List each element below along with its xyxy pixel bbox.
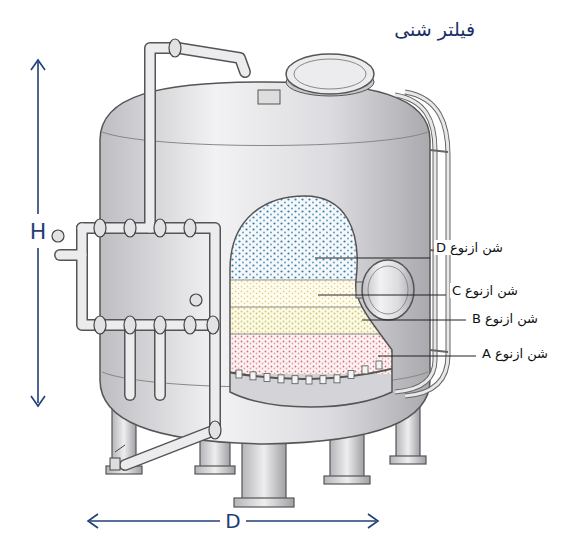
leader-line — [378, 356, 476, 357]
dimension-label: D — [223, 509, 242, 533]
nozzle-row — [236, 361, 382, 384]
piping — [60, 48, 245, 465]
layer-label: شن ازنوع C — [450, 283, 520, 298]
dimension-label: H — [28, 219, 49, 244]
layer-label: شن ازنوع D — [434, 240, 505, 255]
leader-line — [318, 295, 446, 296]
drain-valve — [110, 445, 125, 470]
layer-label: شن ازنوع A — [480, 346, 550, 361]
valve — [52, 39, 221, 439]
layer-label: شن ازنوع B — [470, 311, 540, 326]
side-manhole — [356, 260, 414, 320]
leader-line — [362, 320, 466, 321]
leader-line — [315, 258, 430, 259]
title: فیلتر شنی — [394, 18, 475, 40]
top-manhole — [258, 54, 374, 104]
